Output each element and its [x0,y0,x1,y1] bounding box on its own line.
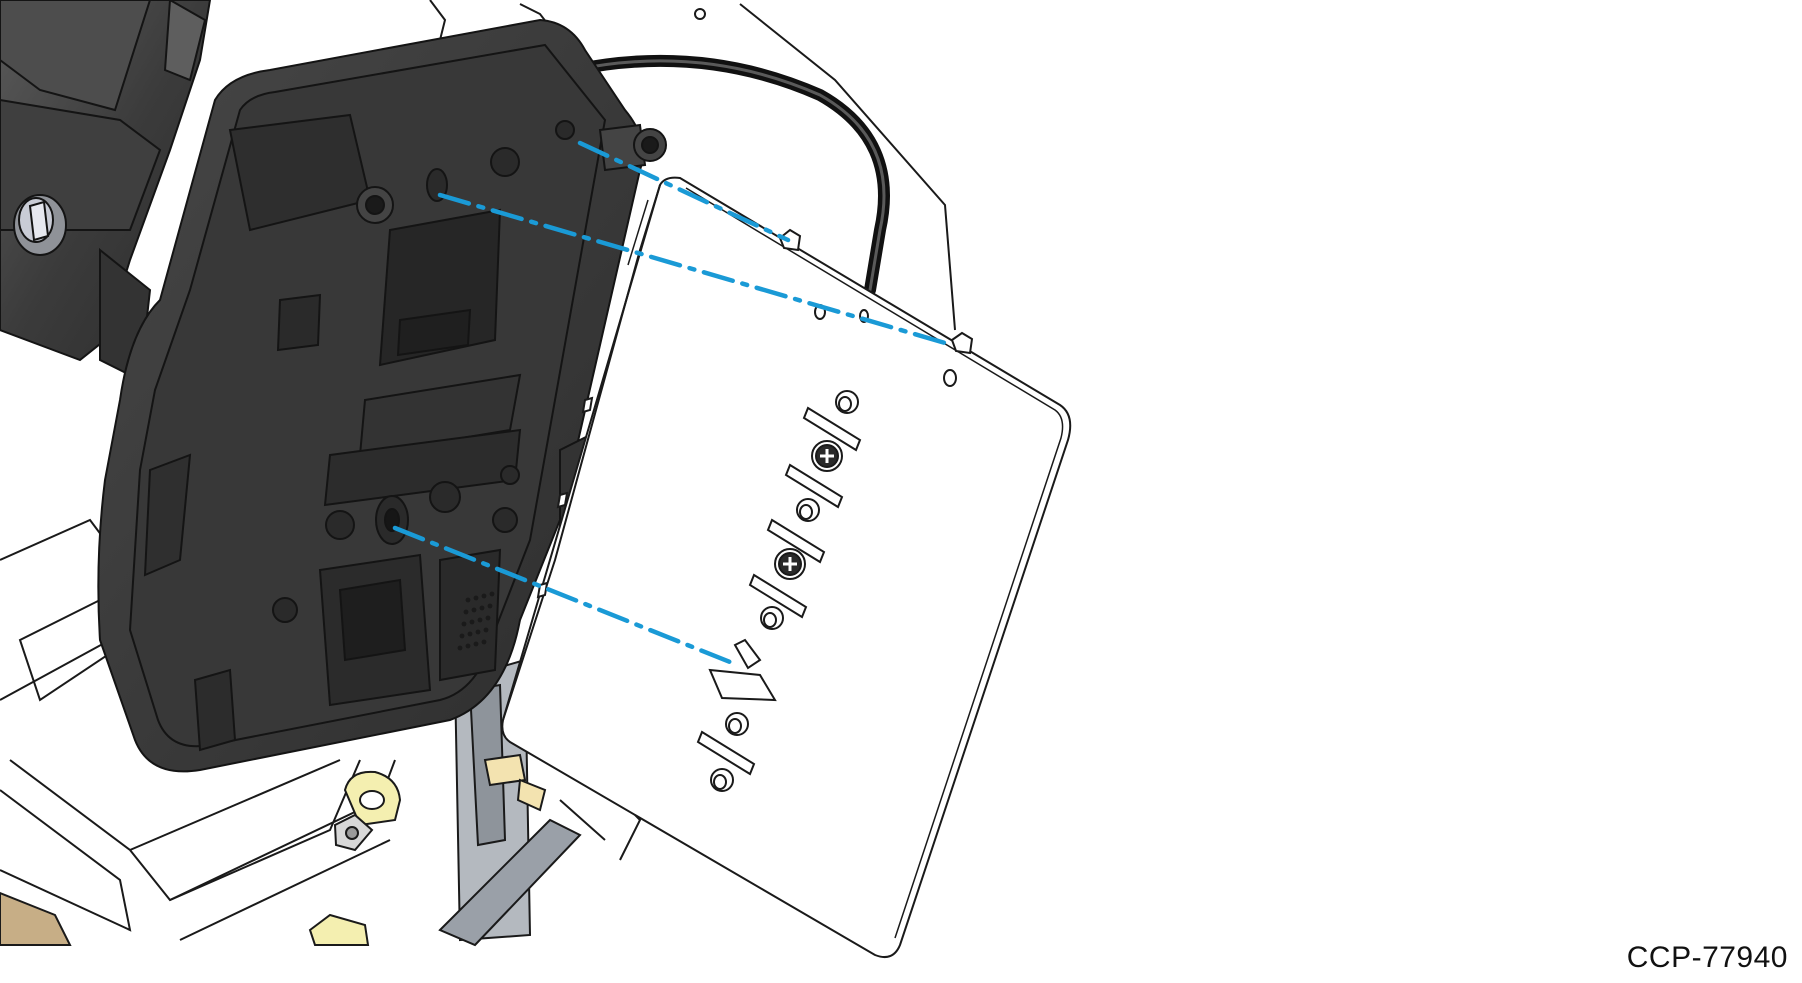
adjustment-knob [13,194,67,256]
alignment-line-bottom [392,525,733,665]
vent-grille [457,591,495,651]
phillips-screw-icon [811,440,843,472]
device-mounting-holes [272,120,667,623]
support-bracket [438,658,582,947]
figure-reference-code: CCP-77940 [1626,941,1788,974]
device-back-panel [97,18,647,773]
plate-slots [696,406,862,776]
alignment-line-middle [437,192,955,348]
cable-clip [308,770,402,946]
phillips-screw-icon [774,548,806,580]
device-arm [0,0,212,382]
plate-holes [710,390,859,792]
alignment-guides [392,140,955,665]
floor-panel [0,891,72,946]
alignment-line-top [577,140,791,243]
